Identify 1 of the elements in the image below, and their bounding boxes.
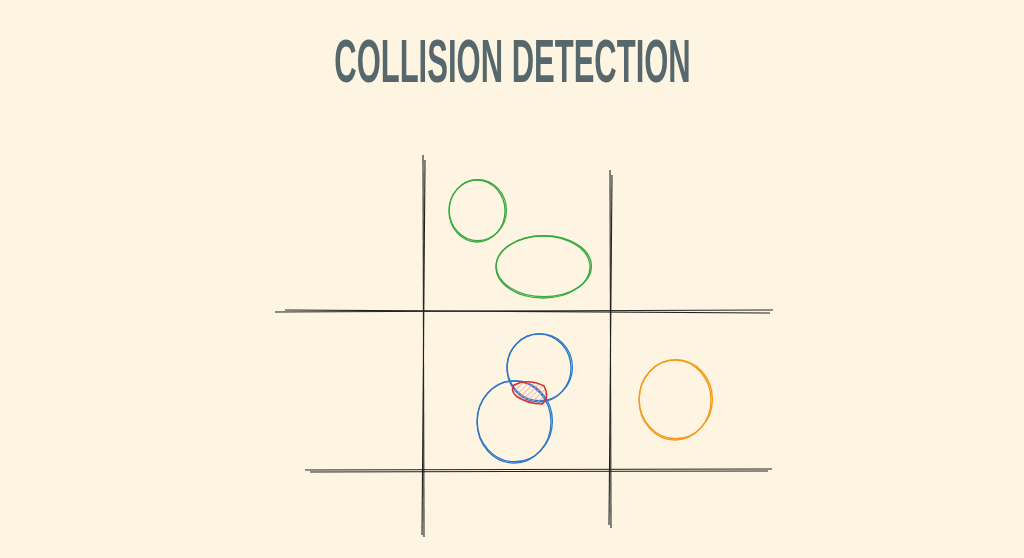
title: COLLISION DETECTION [333, 28, 691, 94]
